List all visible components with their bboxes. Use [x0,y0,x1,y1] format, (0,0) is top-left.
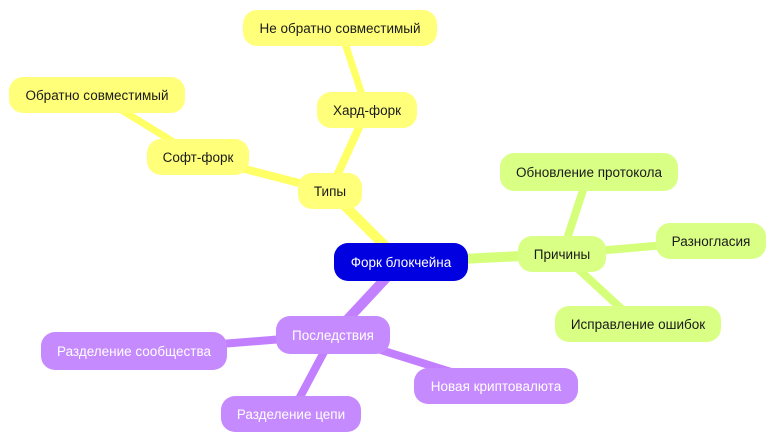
child-node-new-cryptocurrency[interactable]: Новая криптовалюта [414,368,578,404]
child-node-community-split-label: Разделение сообщества [57,344,211,359]
leaf-node-not-backward-compatible-shape [243,10,437,46]
leaf-node-backward-compatible[interactable]: Обратно совместимый [9,77,185,113]
child-node-hard-fork-label: Хард-форк [333,103,401,118]
child-node-bug-fixes-label: Исправление ошибок [571,317,705,332]
root-node[interactable]: Форк блокчейна [334,243,468,281]
branch-node-consequences-shape [276,316,390,354]
child-node-new-cryptocurrency-label: Новая криптовалюта [431,379,562,394]
branch-node-reasons[interactable]: Причины [518,236,606,272]
child-node-new-cryptocurrency-shape [414,368,578,404]
branch-node-consequences-label: Последствия [292,328,374,343]
mindmap-nodes: Форк блокчейна Типы Хард-форк Не обратно со… [9,10,766,432]
branch-node-types-label: Типы [314,184,346,199]
leaf-node-backward-compatible-shape [9,77,185,113]
child-node-disagreements-shape [656,223,766,259]
child-node-bug-fixes-shape [555,306,721,342]
child-node-disagreements-label: Разногласия [672,234,751,249]
child-node-bug-fixes[interactable]: Исправление ошибок [555,306,721,342]
branch-node-types[interactable]: Типы [298,173,362,209]
child-node-community-split-shape [41,332,227,370]
child-node-protocol-update[interactable]: Обновление протокола [500,153,678,191]
child-node-hard-fork[interactable]: Хард-форк [317,92,417,128]
child-node-soft-fork[interactable]: Софт-форк [147,139,249,175]
branch-node-reasons-label: Причины [534,247,591,262]
child-node-protocol-update-label: Обновление протокола [516,165,662,180]
child-node-protocol-update-shape [500,153,678,191]
branch-node-reasons-shape [518,236,606,272]
child-node-chain-split[interactable]: Разделение цепи [221,396,361,432]
child-node-soft-fork-label: Софт-форк [163,150,234,165]
branch-node-consequences[interactable]: Последствия [276,316,390,354]
child-node-hard-fork-shape [317,92,417,128]
leaf-node-not-backward-compatible[interactable]: Не обратно совместимый [243,10,437,46]
child-node-chain-split-label: Разделение цепи [237,407,345,422]
child-node-community-split[interactable]: Разделение сообщества [41,332,227,370]
child-node-soft-fork-shape [147,139,249,175]
root-node-shape [334,243,468,281]
root-node-label: Форк блокчейна [351,255,452,270]
branch-node-types-shape [298,173,362,209]
leaf-node-not-backward-compatible-label: Не обратно совместимый [259,21,420,36]
child-node-chain-split-shape [221,396,361,432]
leaf-node-backward-compatible-label: Обратно совместимый [25,88,168,103]
child-node-disagreements[interactable]: Разногласия [656,223,766,259]
